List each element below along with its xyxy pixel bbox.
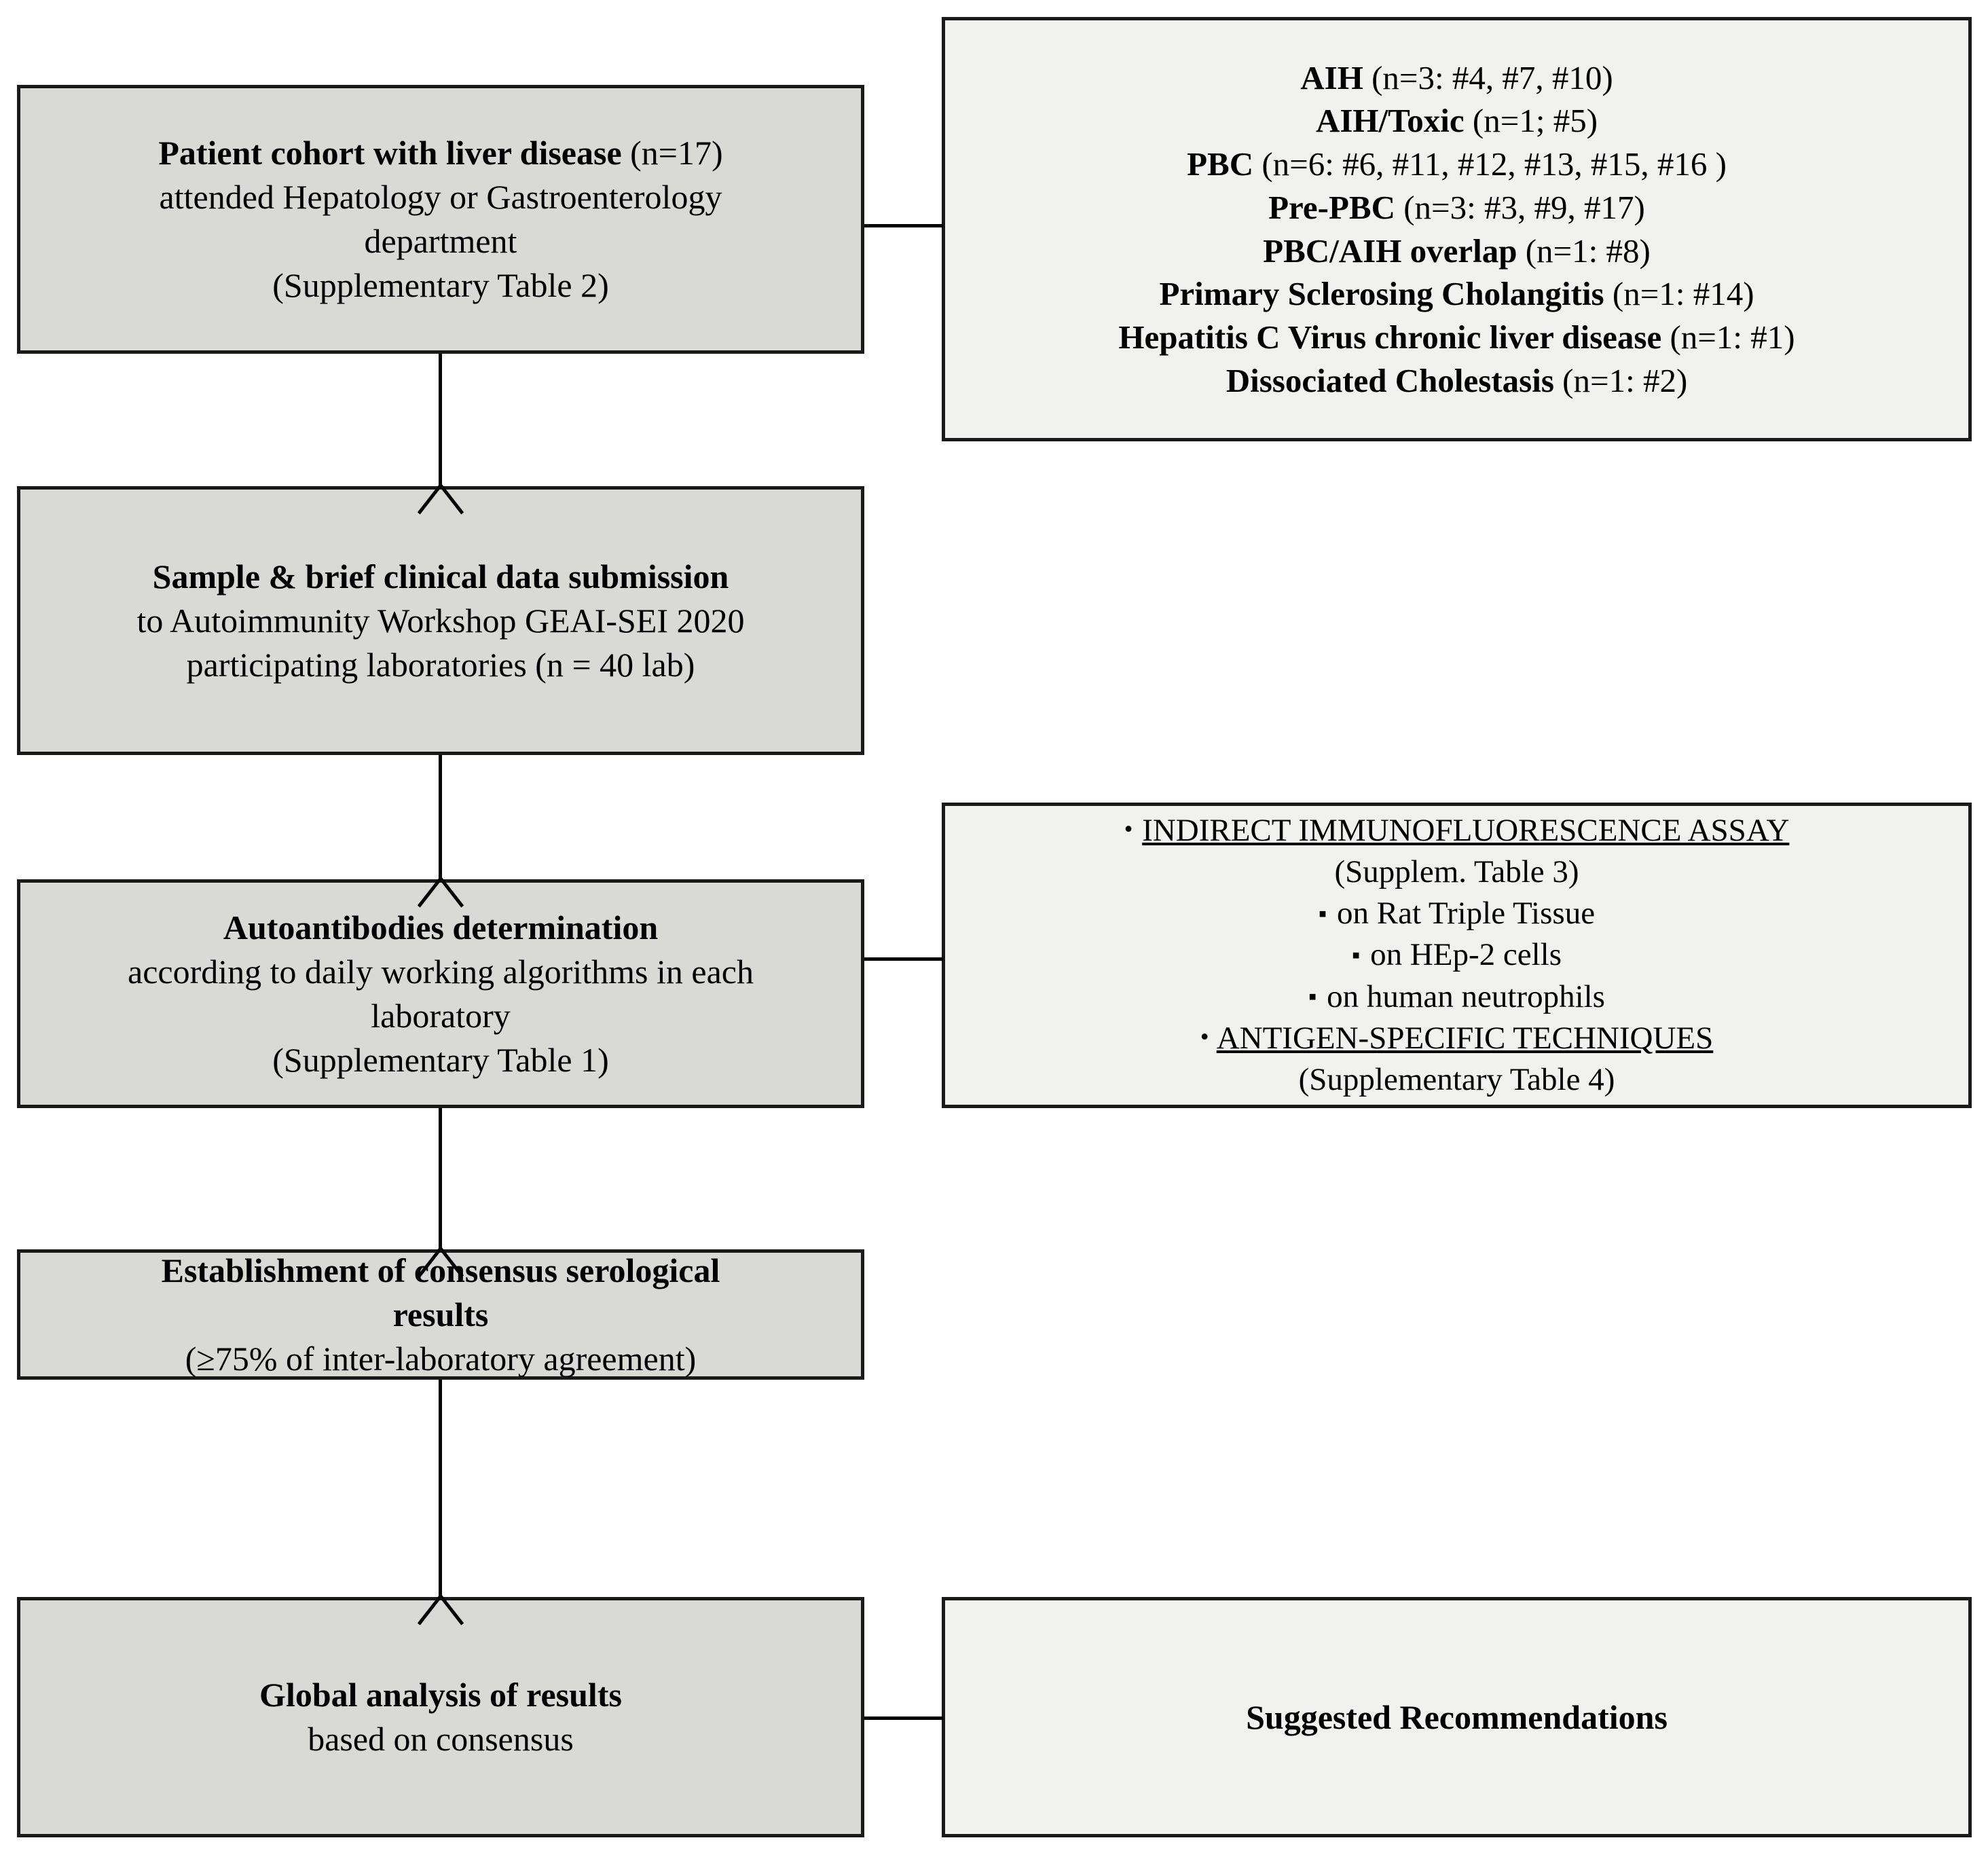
node-patient-cohort-line-1: attended Hepatology or Gastroenterology (159, 178, 722, 216)
technique-sub-human-neutrophils: on human neutrophils (1308, 976, 1605, 1018)
node-sample-submission-line-2: participating laboratories (n = 40 lab) (186, 645, 695, 684)
diagnosis-item-psc: Primary Sclerosing Cholangitis (n=1: #14… (1159, 275, 1754, 313)
node-recommendations-title: Suggested Recommendations (1246, 1697, 1668, 1736)
connector-sample-to-autoantibodies (439, 755, 442, 879)
diagnosis-item-pbc-aih-overlap: PBC/AIH overlap (n=1: #8) (1263, 232, 1651, 270)
diagnosis-item-hcv: Hepatitis C Virus chronic liver disease … (1118, 318, 1795, 356)
technique-sub-rat-triple-tissue: on Rat Triple Tissue (1319, 893, 1595, 934)
node-sample-submission-line-0: Sample & brief clinical data submission (152, 557, 729, 595)
technique-sub-hep2-cells: on HEp-2 cells (1352, 934, 1562, 976)
node-patient-cohort: Patient cohort with liver disease (n=17)… (17, 85, 864, 354)
diagnosis-item-dissociated-cholestasis: Dissociated Cholestasis (n=1: #2) (1226, 361, 1688, 399)
node-global-analysis-line-1: based on consensus (308, 1720, 574, 1758)
node-diagnoses-list: AIH (n=3: #4, #7, #10) AIH/Toxic (n=1; #… (942, 17, 1972, 441)
node-sample-submission: Sample & brief clinical data submission … (17, 486, 864, 755)
node-sample-submission-line-1: to Autoimmunity Workshop GEAI-SEI 2020 (136, 601, 745, 640)
connector-cohort-to-diagnoses (864, 224, 943, 227)
node-global-analysis: Global analysis of results based on cons… (17, 1597, 864, 1837)
technique-note-supplementary-table-4: (Supplementary Table 4) (1298, 1061, 1615, 1097)
node-patient-cohort-line-2: department (364, 222, 517, 260)
connector-cohort-to-sample (439, 354, 442, 486)
node-patient-cohort-line-0: Patient cohort with liver disease (n=17) (158, 134, 723, 172)
technique-header-iifa: INDIRECT IMMUNOFLUORESCENCE ASSAY (1124, 810, 1789, 851)
node-consensus-line-1: results (392, 1295, 489, 1334)
diagnosis-item-aih-toxic: AIH/Toxic (n=1; #5) (1315, 102, 1598, 140)
diagnosis-item-pbc: PBC (n=6: #6, #11, #12, #13, #15, #16 ) (1187, 145, 1727, 183)
node-autoantibodies-line-2: laboratory (371, 996, 511, 1035)
diagnosis-item-pre-pbc: Pre-PBC (n=3: #3, #9, #17) (1268, 188, 1645, 226)
node-consensus-results: Establishment of consensus serological r… (17, 1249, 864, 1380)
node-autoantibodies-line-0: Autoantibodies determination (223, 908, 659, 947)
node-global-analysis-line-0: Global analysis of results (259, 1676, 622, 1714)
node-consensus-line-0: Establishment of consensus serological (161, 1251, 720, 1289)
node-suggested-recommendations: Suggested Recommendations (942, 1597, 1972, 1837)
node-techniques-list: INDIRECT IMMUNOFLUORESCENCE ASSAY (Suppl… (942, 803, 1972, 1108)
connector-global-to-recommendations (864, 1716, 943, 1720)
diagnosis-item-aih: AIH (n=3: #4, #7, #10) (1300, 58, 1613, 96)
technique-header-antigen-specific: ANTIGEN-SPECIFIC TECHNIQUES (1200, 1018, 1714, 1059)
node-autoantibodies-line-3: (Supplementary Table 1) (272, 1040, 609, 1079)
node-consensus-line-2: (≥75% of inter-laboratory agreement) (185, 1339, 697, 1378)
connector-consensus-to-global (439, 1380, 442, 1597)
connector-autoantibodies-to-techniques (864, 957, 943, 961)
connector-autoantibodies-to-consensus (439, 1108, 442, 1249)
technique-note-supplem-table-3: (Supplem. Table 3) (1334, 854, 1579, 890)
node-autoantibodies-line-1: according to daily working algorithms in… (128, 952, 754, 991)
node-patient-cohort-line-3: (Supplementary Table 2) (272, 266, 609, 304)
node-autoantibodies-determination: Autoantibodies determination according t… (17, 879, 864, 1108)
